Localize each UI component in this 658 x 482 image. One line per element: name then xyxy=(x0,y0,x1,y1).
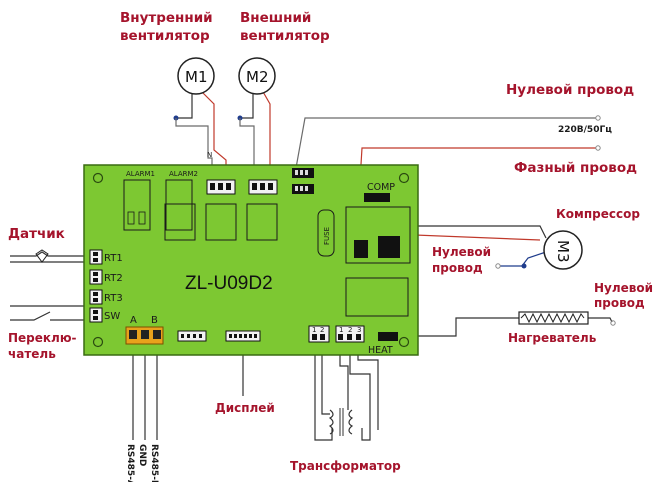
heat-label: HEAT xyxy=(368,345,393,356)
m2-wiring xyxy=(237,89,271,180)
m1-connector xyxy=(206,179,236,195)
svg-text:3: 3 xyxy=(357,326,361,334)
voltage-label: 220В/50Гц xyxy=(558,125,612,135)
board-model: ZL-U09D2 xyxy=(185,273,273,294)
relay-1 xyxy=(164,203,196,241)
svg-text:FUSE: FUSE xyxy=(323,227,331,245)
neutral-wire-mid-label-2: провод xyxy=(432,261,483,275)
neutral-mark: N xyxy=(207,151,212,159)
inner-fan-label-1: Внутренний xyxy=(120,10,213,26)
gnd-label: GND xyxy=(137,444,147,466)
comp-label: COMP xyxy=(367,182,395,193)
rt-connectors xyxy=(89,249,103,323)
sensor-wire xyxy=(10,251,96,257)
alarm2-label: ALARM2 xyxy=(169,170,198,178)
rt3-label: RT3 xyxy=(104,293,123,304)
heat-relay xyxy=(345,277,409,317)
svg-text:M1: M1 xyxy=(185,68,208,86)
switch-label-2: чатель xyxy=(8,347,56,361)
heater-label: Нагреватель xyxy=(508,331,597,345)
transformer-connectors xyxy=(308,325,365,343)
phase-wire-label: Фазный провод xyxy=(514,160,637,176)
sw-label: SW xyxy=(104,311,120,322)
outer-fan-label-2: вентилятор xyxy=(240,28,330,44)
transformer-wiring xyxy=(314,342,379,441)
terminal-a-label: A xyxy=(130,315,137,326)
neutral-wire-mid-label-1: Нулевой xyxy=(432,245,491,259)
switch-label-1: Переклю- xyxy=(8,331,77,345)
neutral-wire-top xyxy=(295,117,596,169)
display-label: Дисплей xyxy=(215,401,275,415)
rt2-label: RT2 xyxy=(104,273,123,284)
transformer-label: Трансформатор xyxy=(290,459,401,473)
alarm2-relay xyxy=(165,179,193,231)
compressor-neutral-wire xyxy=(500,251,547,267)
rt1-label: RT1 xyxy=(104,253,123,264)
motor-m1: M1 xyxy=(177,57,215,95)
svg-text:2: 2 xyxy=(320,326,324,334)
svg-text:1: 1 xyxy=(312,326,316,334)
sensor-label: Датчик xyxy=(8,226,65,242)
neutral-wire-top-label: Нулевой провод xyxy=(506,82,634,98)
rs485-wires xyxy=(132,345,158,440)
rs485-terminal xyxy=(125,326,164,345)
heater-wire xyxy=(398,317,519,337)
pcb-board xyxy=(83,164,419,356)
comp-connector xyxy=(364,193,390,202)
fuse: FUSE xyxy=(317,209,335,257)
alarm1-label: ALARM1 xyxy=(126,170,155,178)
comp-relay xyxy=(345,206,411,264)
heater-element xyxy=(518,311,589,325)
rs485-b-label: RS485-B xyxy=(149,444,159,482)
display-connectors xyxy=(177,330,261,342)
relay-3 xyxy=(246,203,278,241)
heat-connector xyxy=(378,332,398,341)
sensor-icon xyxy=(35,249,49,263)
neutral-wire-right-label-1: Нулевой xyxy=(594,281,653,295)
neutral-wire-right-label-2: провод xyxy=(594,296,645,310)
rs485-a-label: RS485-A xyxy=(125,444,135,482)
compressor-label: Компрессор xyxy=(556,207,640,221)
svg-text:M3: M3 xyxy=(554,240,572,263)
svg-text:1: 1 xyxy=(339,326,343,334)
motor-m3: M3 xyxy=(543,230,583,270)
motor-m2: M2 xyxy=(238,57,276,95)
terminal-b-label: B xyxy=(151,315,158,326)
inner-fan-label-2: вентилятор xyxy=(120,28,210,44)
m2-connector xyxy=(248,179,278,195)
svg-text:2: 2 xyxy=(348,326,352,334)
alarm1-relay xyxy=(123,179,151,231)
outer-fan-label-1: Внешний xyxy=(240,10,311,26)
svg-text:M2: M2 xyxy=(246,68,269,86)
relay-2 xyxy=(205,203,237,241)
neutral-connector xyxy=(292,168,314,194)
